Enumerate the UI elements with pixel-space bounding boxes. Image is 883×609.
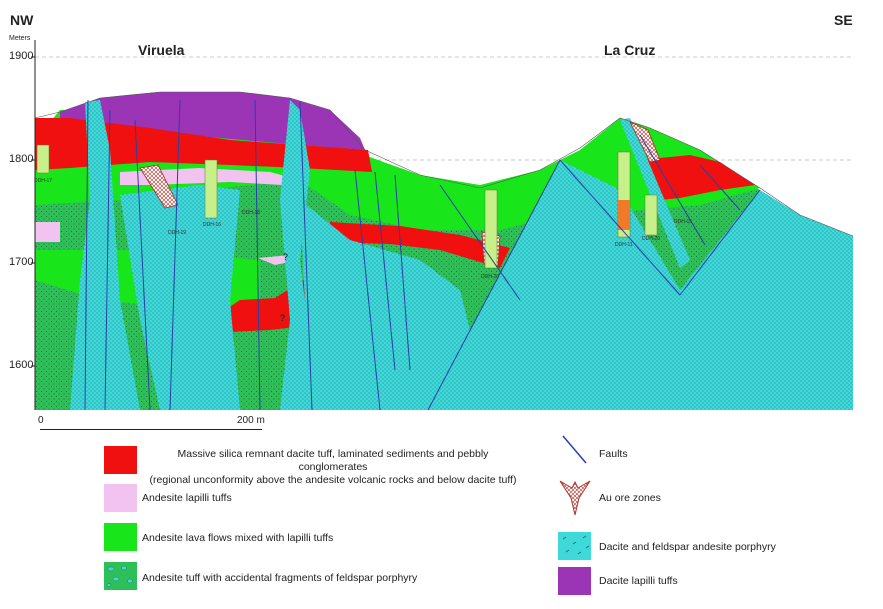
unit-porphyry-lacruz-dome [428,160,853,410]
drill-holes [36,144,658,269]
drill-hole-strip [618,200,630,230]
legend-symbol-fault [562,435,587,464]
unit-porphyry-dyke-lacruz [620,118,690,268]
drill-hole-label: DDH-17 [34,178,53,184]
uncertain-contact-mark: ? [283,252,289,262]
uncertain-contact-mark: ? [280,313,286,323]
drill-hole-label: DDH-18 [242,210,261,216]
drill-hole-label: DDH-11 [615,242,633,248]
legend-swatch-dacite-lapilli [558,567,591,595]
fault-line [559,159,681,296]
legend-text-au-ore: Au ore zones [599,492,661,504]
elevation-unit-label: Meters [9,35,31,42]
unit-andesite-lapilli-left [35,222,60,242]
fault-line [427,159,561,411]
fault-line [134,119,151,411]
fault-line [299,101,313,411]
legend-text-lapilli: Andesite lapilli tuffs [142,492,232,504]
elevation-tick-1600: 1600 [9,359,34,371]
legend-silica-line-1: Massive silica remnant dacite tuff, lami… [177,448,489,473]
location-viruela: Viruela [138,42,185,58]
location-la-cruz: La Cruz [604,42,656,58]
orientation-se: SE [834,12,853,28]
drill-hole-strip [204,159,218,219]
unit-porphyry-lacruz-basin [300,200,470,410]
unit-massive-silica-middle [330,222,510,268]
au-ore-zone-1 [139,164,179,209]
elevation-tick-1800: 1800 [9,153,34,165]
drill-hole-strip [644,194,658,236]
fault-line [104,109,111,411]
drill-hole-label: DDH-20 [481,274,500,280]
fault-line [254,99,261,411]
legend-text-porphyry: Dacite and feldspar andesite porphyry [599,541,776,553]
scale-bar-start: 0 [38,415,44,426]
legend-text-lava: Andesite lava flows mixed with lapilli t… [142,532,334,544]
legend-text-tuff-fragments: Andesite tuff with accidental fragments … [142,572,418,584]
drill-hole-strip [484,189,498,269]
scale-bar-line-div [40,429,262,430]
legend-symbol-au-ore [559,480,591,516]
topographic-surface [34,91,854,237]
legend-swatch-porphyry [558,532,591,560]
fault-line [639,134,706,246]
fault-line [439,184,521,301]
fault-line [374,171,396,371]
scale-bar-end: 200 m [237,415,265,426]
drill-hole-label: DDH-15 [674,219,693,225]
drill-hole-label: DDH-16 [203,222,222,228]
fault-line [394,174,411,371]
unit-porphyry-left [70,100,140,410]
legend-text-dacite-lapilli: Dacite lapilli tuffs [599,575,678,587]
fault-line [169,99,181,411]
legend-text-silica: Massive silica remnant dacite tuff, lami… [142,448,524,487]
unit-porphyry-center [120,185,240,410]
fault-line [84,99,89,411]
legend-swatch-lava [104,523,137,551]
legend-text-faults: Faults [599,448,628,460]
unit-massive-silica-lacruz [640,155,755,200]
faults [84,99,761,411]
legend-silica-line-2: (regional unconformity above the andesit… [149,474,517,486]
legend-swatch-silica [104,446,137,474]
geologic-cross-section [31,40,854,411]
fault-line [354,169,381,411]
elevation-tick-marks [31,56,35,367]
elevation-tick-1700: 1700 [9,256,34,268]
drill-hole-label: DDH-19 [168,230,187,236]
drill-hole-strip [36,144,50,174]
au-ore-zone-3 [629,121,661,163]
elevation-tick-1900: 1900 [9,50,34,62]
orientation-nw: NW [10,12,34,28]
fault-line [679,189,761,296]
fault-line [699,164,741,211]
legend-swatch-lapilli [104,484,137,512]
legend-swatch-tuff-fragments [104,562,137,590]
drill-hole-label: DDH-20 [642,236,661,242]
